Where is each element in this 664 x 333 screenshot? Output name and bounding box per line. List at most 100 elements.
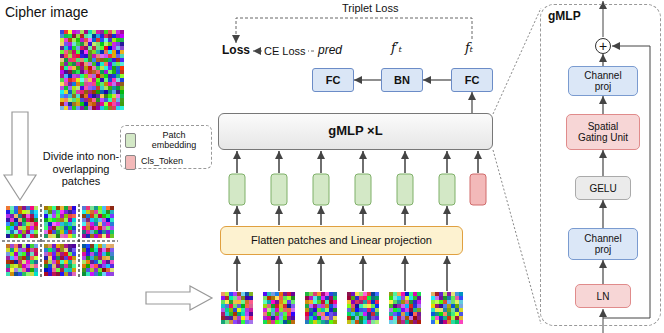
pixel [64,62,68,66]
pixel [120,46,124,50]
pixel [52,210,56,214]
pixel [351,296,355,300]
pixel [18,256,22,260]
pixel [100,50,104,54]
pixel [18,222,22,226]
pixel [363,312,367,316]
pixel [18,248,22,252]
pixel [417,304,421,308]
pixel [363,296,367,300]
hollow-arrow [146,286,212,310]
pixel [405,320,409,324]
pixel [22,218,26,222]
pixel [371,316,375,320]
pixel [393,316,397,320]
pixel [96,38,100,42]
pixel [321,320,325,324]
pixel [221,296,225,300]
pixel [68,230,72,234]
pixel [34,252,38,256]
pixel [68,58,72,62]
pixel [88,74,92,78]
pixel [108,38,112,42]
pixel [116,74,120,78]
pixel [30,222,34,226]
pixel [229,320,233,324]
token [355,174,371,205]
pixel [108,34,112,38]
flow-arrow [278,256,279,291]
pixel [84,106,88,110]
pixel [367,292,371,296]
pixel [249,316,253,320]
pixel [100,66,104,70]
pixel [88,30,92,34]
pixel [88,86,92,90]
pixel [271,320,275,324]
pixel [64,210,68,214]
pixel [44,260,48,264]
pixel-block [389,292,421,324]
pixel [98,226,102,230]
pixel [60,38,64,42]
pixel [18,252,22,256]
pixel [305,304,309,308]
pixel [317,304,321,308]
pixel [64,252,68,256]
pixel [48,218,52,222]
pixel [431,308,435,312]
pixel [120,58,124,62]
pixel [26,210,30,214]
pixel [52,268,56,272]
pixel [375,292,379,296]
pixel [275,316,279,320]
pixel [82,234,86,238]
pixel [100,74,104,78]
pixel [321,292,325,296]
pixel [18,244,22,248]
node-text: Channel proj [577,70,629,92]
pixel [88,42,92,46]
layer-box: Channel proj [568,228,638,260]
pixel [431,320,435,324]
pixel [98,248,102,252]
pixel [233,312,237,316]
pixel [355,304,359,308]
node-text: gMLP ×L [328,124,382,138]
pixel [401,316,405,320]
bn-box: BN [381,68,423,92]
pixel [417,292,421,296]
pixel [72,66,76,70]
pixel [6,226,10,230]
pixel [26,256,30,260]
pixel [64,46,68,50]
pixel [455,320,459,324]
pixel [52,234,56,238]
pixel [283,320,287,324]
pixel [84,50,88,54]
pixel [229,304,233,308]
legend-item: Patch embedding [125,131,207,151]
pixel [325,304,329,308]
pixel [108,62,112,66]
pixel [275,292,279,296]
pixel [90,206,94,210]
pixel [116,42,120,46]
pixel [86,210,90,214]
pixel [52,256,56,260]
pixel [52,252,56,256]
pixel [94,226,98,230]
pixel [76,106,80,110]
pixel [18,260,22,264]
pixel [108,50,112,54]
pixel [309,300,313,304]
pixel [14,248,18,252]
pixel [30,218,34,222]
pixel [233,300,237,304]
pixel [108,94,112,98]
flow-arrow [362,256,363,291]
pixel [221,316,225,320]
pixel [64,74,68,78]
pixel [291,300,295,304]
pixel [305,316,309,320]
